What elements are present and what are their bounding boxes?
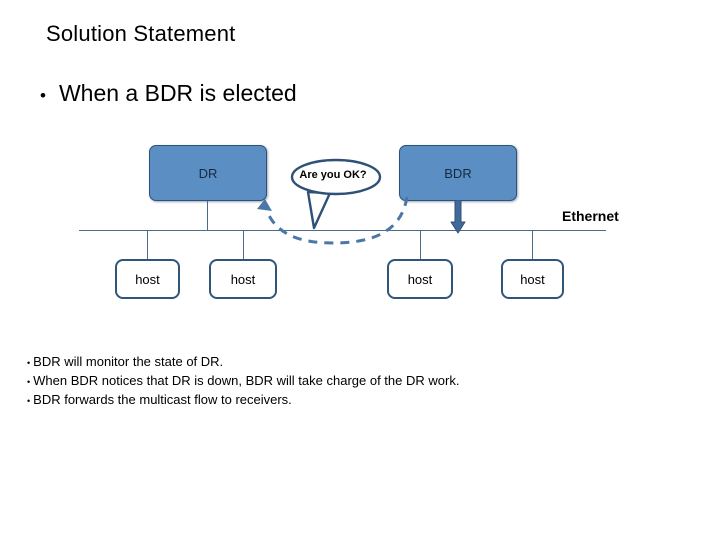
host-node-1[interactable]: host [115,259,180,299]
host-node-3[interactable]: host [387,259,453,299]
host-node-2-label: host [230,271,256,287]
link-host-3-to-bus [420,230,421,259]
bullet-glyph-icon: • [27,377,31,387]
speech-balloon-icon [290,158,382,230]
footnote-text: When BDR notices that DR is down, BDR wi… [33,373,460,388]
bullet-glyph-icon: • [27,396,31,406]
link-host-2-to-bus [243,230,244,259]
router-node-bdr[interactable]: BDR [399,145,517,201]
host-node-4[interactable]: host [501,259,564,299]
footnote-list: • BDR will monitor the state of DR. • Wh… [27,352,647,409]
router-node-dr-label: DR [198,165,218,181]
bullet-glyph-icon: • [40,86,46,105]
router-node-bdr-label: BDR [444,165,472,181]
lead-bullet-item: • When a BDR is elected [40,80,297,107]
host-node-3-label: host [407,271,433,287]
dashed-curved-arrow-icon [257,196,409,245]
host-node-2[interactable]: host [209,259,277,299]
footnote-item: • BDR will monitor the state of DR. [27,352,647,371]
link-host-1-to-bus [147,230,148,259]
lead-bullet-text: When a BDR is elected [58,80,297,106]
footnote-item: • When BDR notices that DR is down, BDR … [27,371,647,390]
page-title: Solution Statement [46,21,236,46]
host-node-4-label: host [520,271,545,287]
link-dr-to-bus [207,201,208,230]
ethernet-bus-line [79,230,606,231]
footnote-item: • BDR forwards the multicast flow to rec… [27,390,647,409]
footnote-text: BDR will monitor the state of DR. [33,354,224,369]
ethernet-bus-label: Ethernet [562,208,619,224]
host-node-1-label: host [135,271,160,287]
router-node-dr[interactable]: DR [149,145,267,201]
bullet-glyph-icon: • [27,358,31,368]
speech-balloon-text: Are you OK? [299,169,367,181]
footnote-text: BDR forwards the multicast flow to recei… [33,392,292,407]
link-host-4-to-bus [532,230,533,259]
down-arrow-icon [450,200,466,234]
